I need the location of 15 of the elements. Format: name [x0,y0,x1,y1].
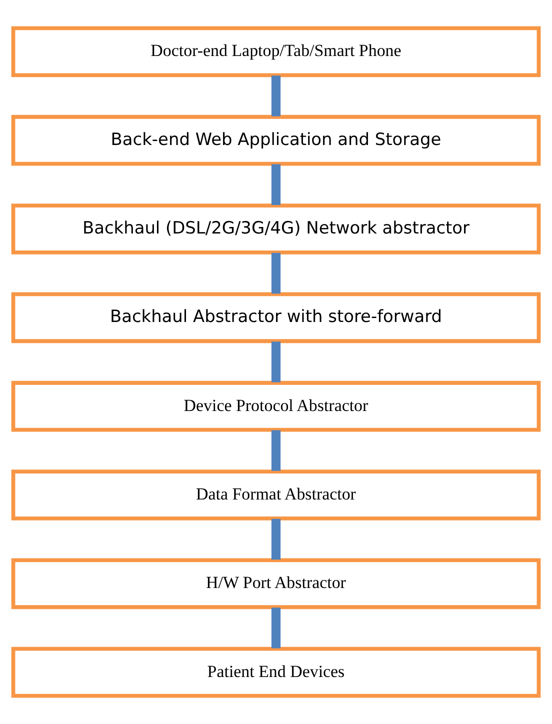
node-box: Patient End Devices [11,646,541,698]
node-box: Device Protocol Abstractor [11,380,541,432]
connector [271,608,281,648]
node-box: H/W Port Abstractor [11,558,541,610]
node-box: Data Format Abstractor [11,470,541,520]
node-box: Backhaul Abstractor with store-forward [11,292,541,344]
connector [271,252,281,294]
node-box: Backhaul (DSL/2G/3G/4G) Network abstractor [11,204,541,254]
connector [271,430,281,471]
node-box: Doctor-end Laptop/Tab/Smart Phone [11,26,541,78]
node-box: Back-end Web Application and Storage [11,114,541,166]
connector [271,76,281,116]
connector [271,342,281,382]
connector [271,164,281,205]
connector [271,518,281,560]
